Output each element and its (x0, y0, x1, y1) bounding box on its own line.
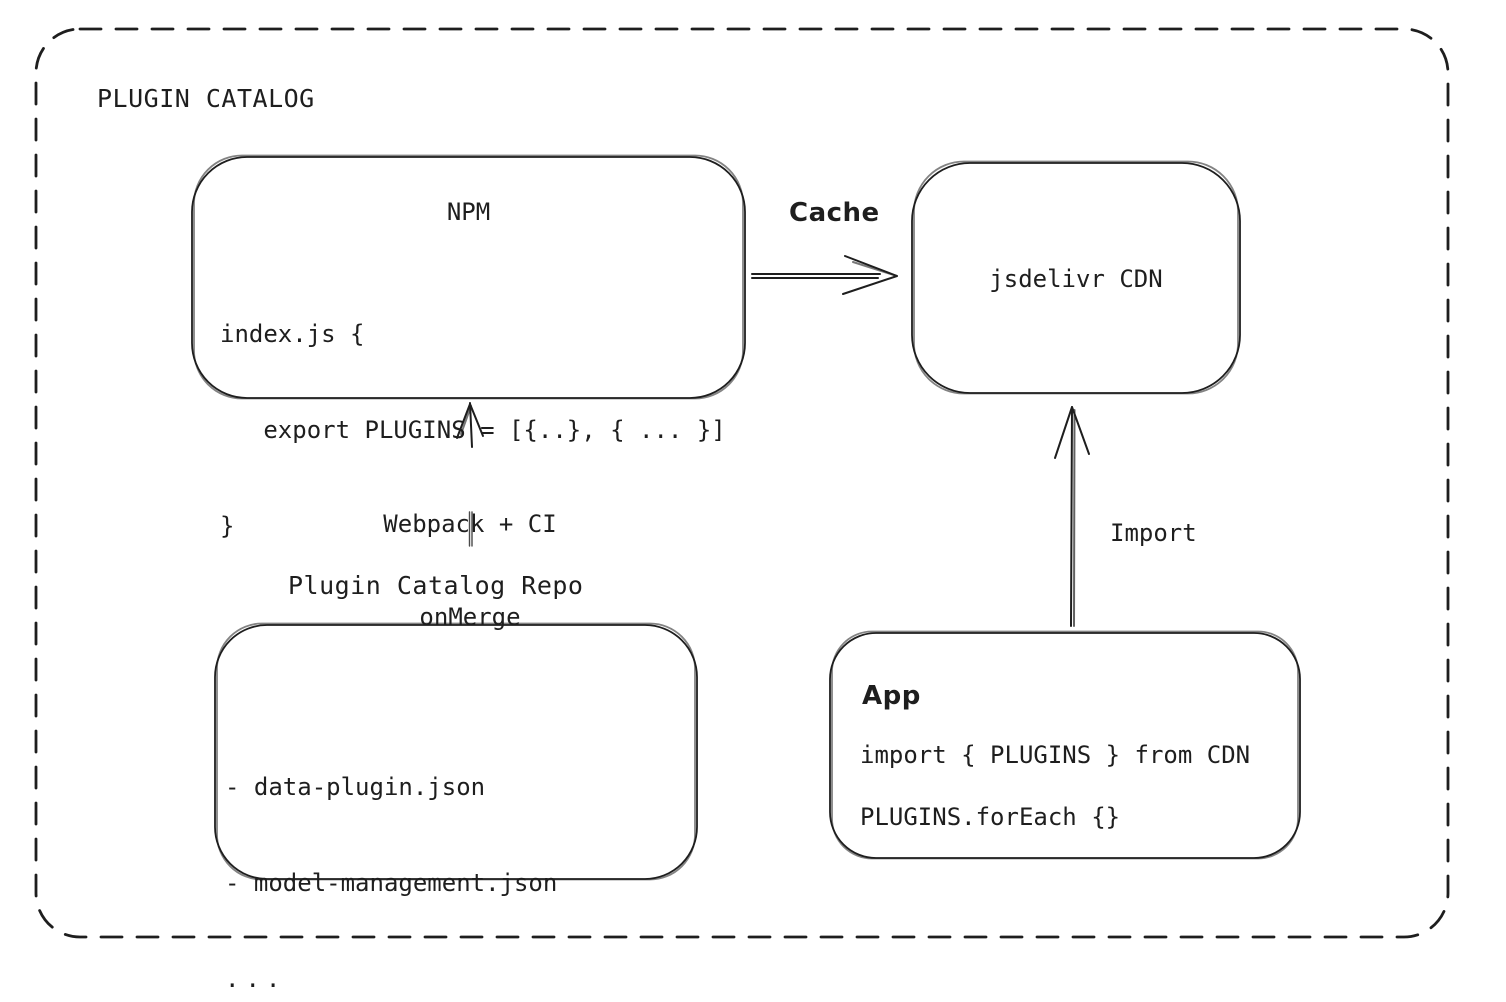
build-arrow-label: Webpack + CI onMerge (330, 447, 610, 695)
build-arrow-label-line: Webpack + CI (383, 510, 557, 538)
build-arrow (456, 402, 484, 448)
app-code-line: PLUGINS.forEach {} (860, 803, 1121, 831)
app-box (829, 630, 1301, 860)
npm-code-block: index.js { export PLUGINS = [{..}, { ...… (220, 254, 726, 606)
repo-file-ellipsis: ... (225, 965, 287, 993)
app-code-line: import { PLUGINS } from CDN (860, 741, 1251, 769)
npm-code-line: export PLUGINS = [{..}, { ... }] (220, 416, 726, 444)
diagram-title: PLUGIN CATALOG (97, 84, 315, 113)
repo-file-list: - data-plugin.json - model-management.js… (225, 707, 557, 1002)
repo-file: - model-management.json (225, 869, 558, 897)
repo-title: Plugin Catalog Repo (288, 571, 584, 600)
catalog-boundary-box (34, 27, 1450, 939)
import-arrow-label: Import (1110, 519, 1197, 547)
app-title: App (862, 681, 921, 711)
npm-code-line: index.js { (220, 320, 365, 348)
import-arrow (1054, 406, 1090, 627)
cache-arrow-label: Cache (789, 198, 880, 228)
cdn-title: jsdelivr CDN (989, 265, 1163, 293)
repo-box (214, 622, 698, 881)
build-arrow-label-line: onMerge (419, 603, 521, 631)
cdn-box (911, 160, 1241, 395)
build-arrow-stub (468, 511, 473, 547)
repo-file: - data-plugin.json (225, 773, 486, 801)
npm-title: NPM (446, 198, 491, 226)
cache-arrow (751, 255, 898, 295)
npm-box (191, 154, 746, 400)
npm-code-line: } (220, 512, 235, 540)
